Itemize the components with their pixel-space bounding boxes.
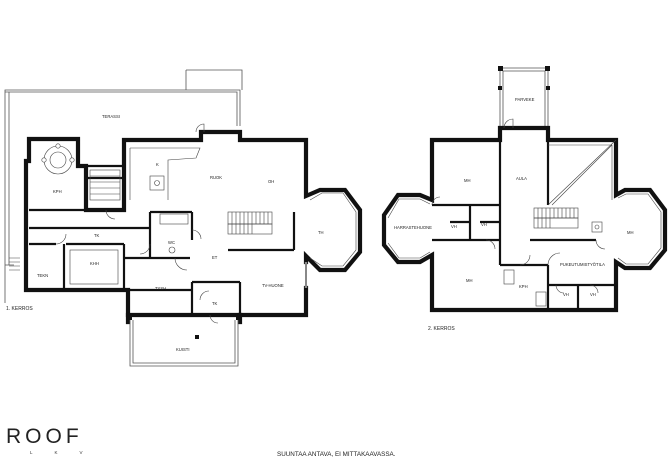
room-tv-huone: TV-HUONE	[262, 283, 284, 288]
floor-2-plan: PARVEKE MH AULA HARRASTEHUONE VH VH MH M…	[381, 66, 668, 332]
floor-2-staircase	[533, 207, 579, 229]
room-kuisti: KUISTI	[176, 347, 190, 352]
room-th: TH	[318, 230, 324, 235]
brand-logo: ROOF	[6, 425, 83, 448]
room-pukeutumistyotila: PUKEUTUMISTYÖTILA	[560, 262, 605, 267]
room-tk-hall: TK	[94, 233, 100, 238]
room-kph: KPH	[53, 189, 62, 194]
room-terassi: TERASSI	[102, 114, 120, 119]
room-et: ET	[212, 255, 218, 260]
terrace-railing	[4, 69, 243, 303]
floor-1-staircase	[227, 211, 273, 235]
room-tysh: TYSH	[155, 286, 166, 291]
room-vh-2: VH	[481, 222, 487, 227]
room-harrastehuone: HARRASTEHUONE	[394, 225, 432, 230]
room-mh-2: MH	[627, 230, 634, 235]
floor-2-label: 2. KERROS	[428, 326, 455, 332]
room-khh: KHH	[90, 261, 99, 266]
brand-logo-sub: LKV	[30, 450, 105, 455]
porch-railing	[129, 320, 239, 367]
bay-window-outline	[309, 192, 357, 267]
room-vh-4: VH	[590, 292, 596, 297]
room-kph-2: KPH	[519, 284, 528, 289]
floor-2-interior-walls	[432, 140, 616, 310]
terrace-steps	[9, 257, 20, 271]
floor-1-plan: TERASSI KPH K RUOK OH TK WC TH TEKN KHH …	[4, 69, 363, 367]
room-mh-3: MH	[466, 278, 473, 283]
room-parveke: PARVEKE	[515, 97, 535, 102]
balcony-railing	[499, 67, 549, 128]
open-void	[547, 139, 617, 206]
room-vh-1: VH	[451, 224, 457, 229]
room-tk-small: TK	[212, 301, 218, 306]
laundry-counter	[69, 249, 119, 285]
floor-1-label: 1. KERROS	[6, 306, 33, 312]
disclaimer-note: SUUNTAA ANTAVA, EI MITTAKAAVASSA.	[277, 451, 396, 458]
room-ruok: RUOK	[210, 175, 222, 180]
room-oh: OH	[268, 179, 274, 184]
wc-toilet	[168, 246, 176, 254]
kph-fixture	[503, 269, 515, 285]
room-tekn: TEKN	[37, 273, 48, 278]
floor-1-interior-walls	[29, 164, 296, 315]
floor-2-exterior-wall	[381, 125, 668, 313]
kph-cabinet	[89, 169, 121, 201]
room-k: K	[156, 162, 159, 167]
room-aula: AULA	[516, 176, 527, 181]
floor-2-doors	[431, 118, 606, 294]
hot-tub	[43, 145, 73, 175]
floor-1-doors	[55, 123, 219, 324]
room-mh-1: MH	[464, 178, 471, 183]
room-wc: WC	[168, 240, 175, 245]
kitchen-island	[149, 175, 165, 191]
room-vh-3: VH	[563, 292, 569, 297]
